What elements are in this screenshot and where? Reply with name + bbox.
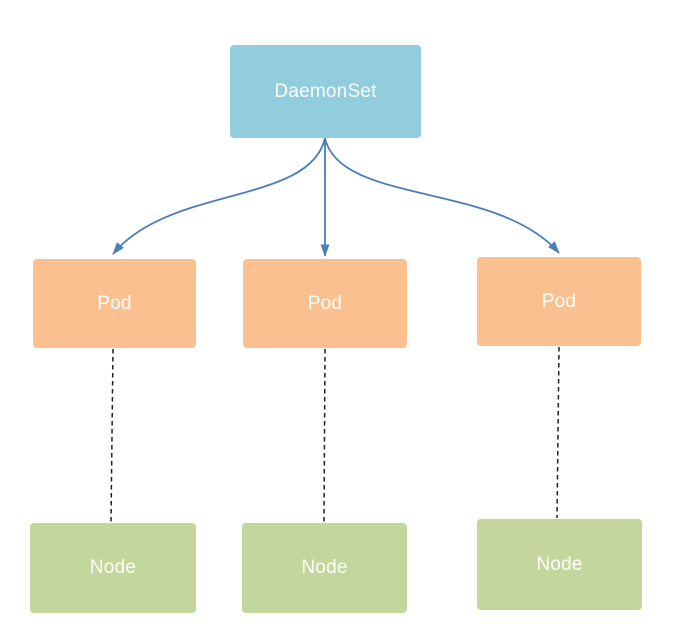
node-label: Node bbox=[536, 553, 583, 575]
dashed-link-pod-1-node-1 bbox=[110, 348, 114, 523]
node-box-3: Node bbox=[477, 519, 642, 610]
node-label: Node bbox=[89, 557, 137, 578]
pod-label: Pod bbox=[541, 290, 577, 312]
arrow-daemonset-to-pod-1 bbox=[112, 137, 326, 255]
node-label: Node bbox=[301, 557, 348, 578]
daemonset-box: DaemonSet bbox=[230, 45, 421, 138]
dashed-link-pod-2-node-2 bbox=[323, 348, 326, 523]
dashed-link-pod-3-node-3 bbox=[556, 346, 560, 519]
pod-box-1: Pod bbox=[33, 259, 196, 348]
pod-box-3: Pod bbox=[477, 257, 641, 346]
node-box-1: Node bbox=[30, 523, 196, 613]
node-box-2: Node bbox=[242, 523, 407, 613]
pod-label: Pod bbox=[307, 292, 343, 314]
daemonset-label: DaemonSet bbox=[274, 80, 377, 102]
pod-label: Pod bbox=[97, 292, 132, 314]
pod-box-2: Pod bbox=[243, 259, 407, 348]
arrow-daemonset-to-pod-3 bbox=[324, 137, 560, 254]
